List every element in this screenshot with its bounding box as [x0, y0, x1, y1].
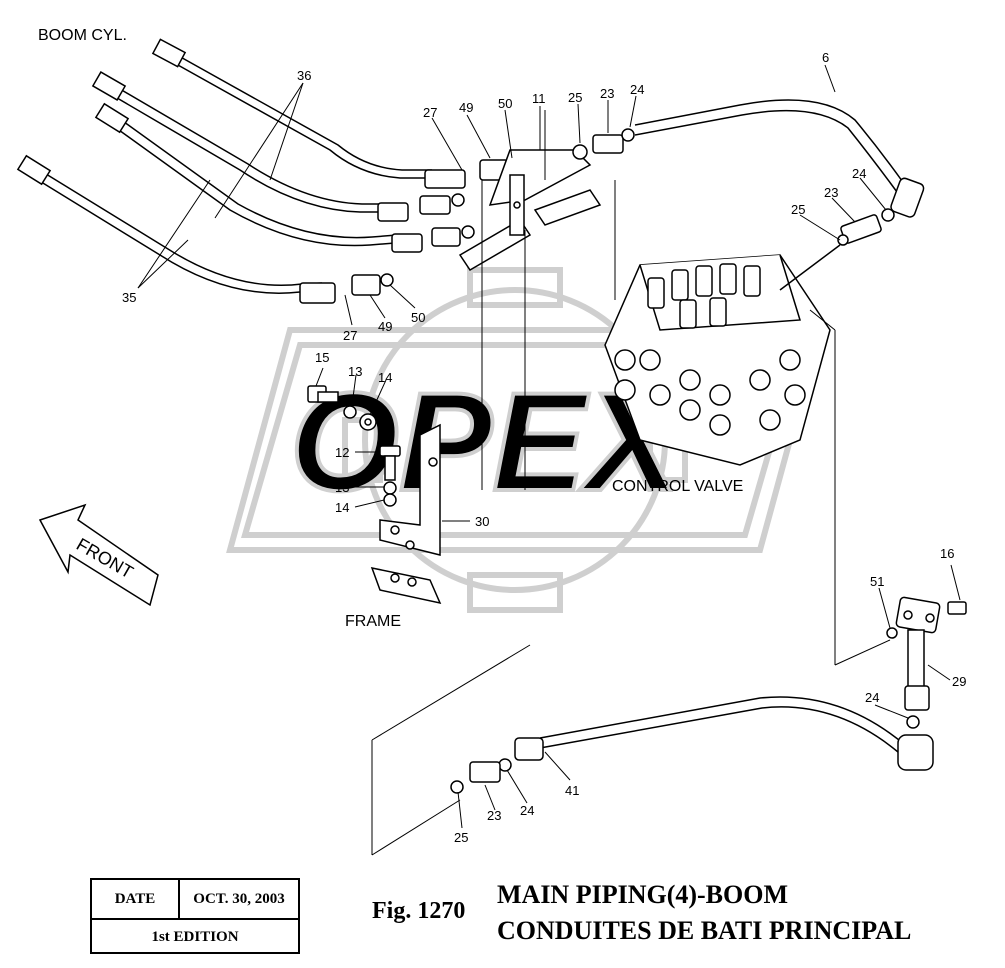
hose-36-group — [24, 49, 432, 294]
callout-49: 49 — [378, 319, 392, 334]
callout-numbers: 6 36 35 27 49 50 11 25 23 24 24 23 25 27… — [122, 50, 966, 845]
callout-27: 27 — [423, 105, 437, 120]
callout-12: 12 — [335, 445, 349, 460]
callout-13: 13 — [348, 364, 362, 379]
callout-14: 14 — [378, 370, 392, 385]
callout-50: 50 — [411, 310, 425, 325]
callout-14: 14 — [335, 500, 349, 515]
callout-36: 36 — [297, 68, 311, 83]
callout-50: 50 — [498, 96, 512, 111]
callout-49: 49 — [459, 100, 473, 115]
callout-29: 29 — [952, 674, 966, 689]
callout-24: 24 — [630, 82, 644, 97]
control-valve-label: CONTROL VALVE — [612, 478, 743, 495]
fittings-upper — [299, 128, 635, 304]
control-valve — [604, 244, 841, 466]
callout-24: 24 — [852, 166, 866, 181]
bracket-assembly — [307, 385, 442, 605]
callout-25: 25 — [454, 830, 468, 845]
callout-23: 23 — [600, 86, 614, 101]
callout-16: 16 — [940, 546, 954, 561]
callout-11: 11 — [532, 91, 546, 106]
fittings-lower — [450, 596, 967, 794]
callout-24: 24 — [520, 803, 534, 818]
hose-6 — [634, 99, 906, 193]
hose-41 — [539, 696, 906, 753]
edition: 1st EDITION — [151, 928, 239, 945]
callout-30: 30 — [475, 514, 489, 529]
leader-lines — [137, 64, 961, 856]
callout-24: 24 — [865, 690, 879, 705]
callout-23: 23 — [487, 808, 501, 823]
date-value: OCT. 30, 2003 — [193, 890, 285, 907]
date-label: DATE — [92, 880, 180, 918]
callout-13: 13 — [335, 480, 349, 495]
callout-25: 25 — [791, 202, 805, 217]
front-arrow — [38, 503, 159, 607]
callout-23: 23 — [824, 185, 838, 200]
fittings-hose-6 — [837, 177, 925, 246]
frame-label: FRAME — [345, 613, 401, 630]
boom-cyl-label: BOOM CYL. — [38, 27, 127, 44]
callout-6: 6 — [822, 50, 829, 65]
callout-51: 51 — [870, 574, 884, 589]
figure-number: Fig. 1270 — [372, 898, 466, 924]
title-french: CONDUITES DE BATI PRINCIPAL — [497, 916, 912, 945]
callout-15: 15 — [315, 350, 329, 365]
callout-25: 25 — [568, 90, 582, 105]
callout-35: 35 — [122, 290, 136, 305]
callout-41: 41 — [565, 783, 579, 798]
hose-end-caps — [16, 38, 187, 186]
title-english: MAIN PIPING(4)-BOOM — [497, 880, 789, 909]
date-table: DATE OCT. 30, 2003 1st EDITION — [90, 878, 300, 954]
callout-27: 27 — [343, 328, 357, 343]
